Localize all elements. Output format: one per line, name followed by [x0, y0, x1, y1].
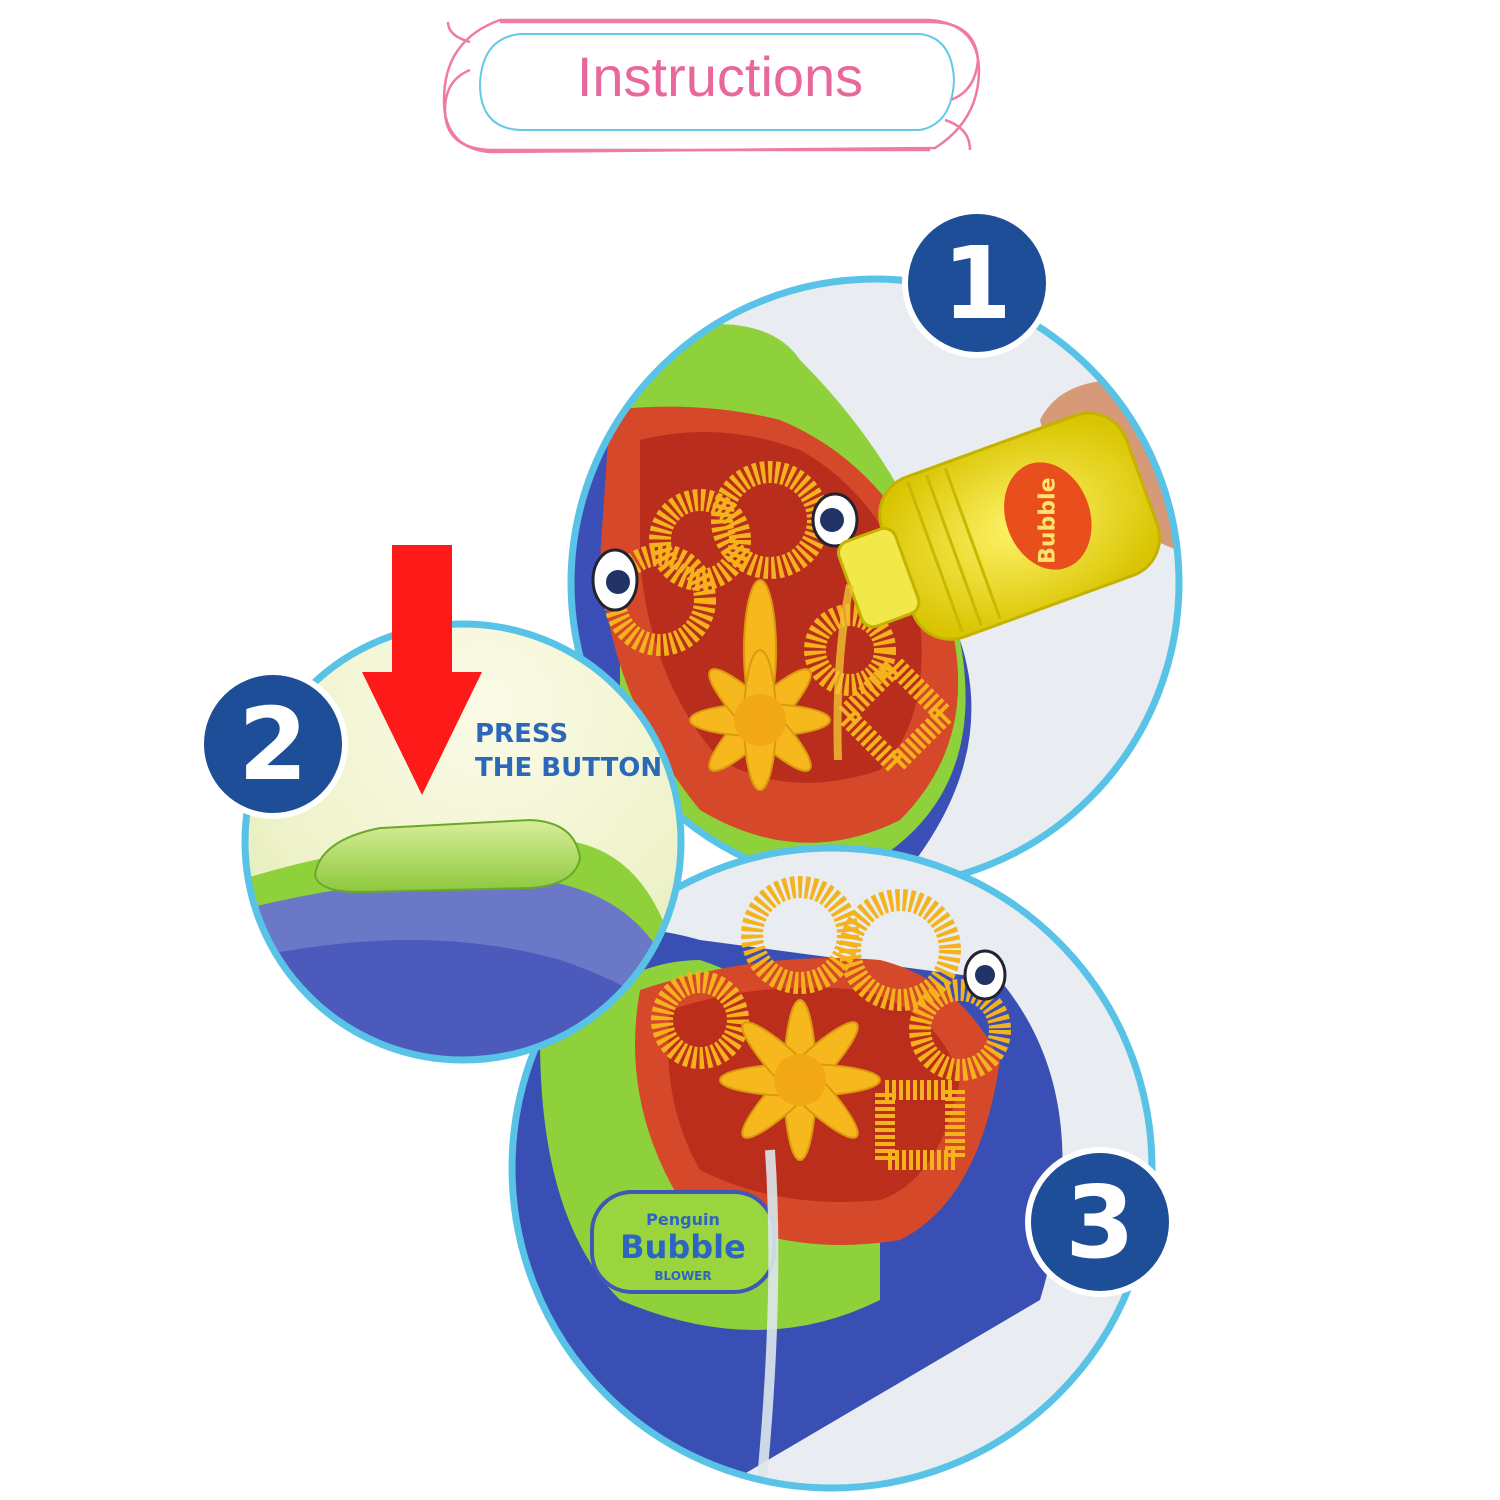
product-logo-line2: Bubble — [620, 1228, 746, 1266]
title-frame-cyan — [478, 33, 956, 131]
press-text-line2: THE BUTTON — [475, 753, 662, 783]
step3-badge: 3 — [1025, 1147, 1175, 1297]
title-text: Instructions — [576, 45, 864, 108]
step2-badge: 2 — [198, 669, 348, 819]
bottle-label-text: Bubble — [1036, 477, 1061, 563]
step3-number: 3 — [1065, 1164, 1135, 1281]
step2-button — [313, 818, 582, 894]
step3-scene: Penguin Bubble BLOWER — [512, 848, 1152, 1488]
step2-ring — [241, 620, 685, 1064]
step2-number: 2 — [238, 686, 308, 803]
step1-badge: 1 — [902, 208, 1052, 358]
press-text-line1: PRESS — [475, 719, 568, 749]
product-logo-line1: Penguin — [646, 1210, 720, 1229]
product-logo-line3: BLOWER — [654, 1269, 711, 1283]
down-arrow-icon — [362, 545, 482, 795]
step1-number: 1 — [942, 225, 1012, 342]
